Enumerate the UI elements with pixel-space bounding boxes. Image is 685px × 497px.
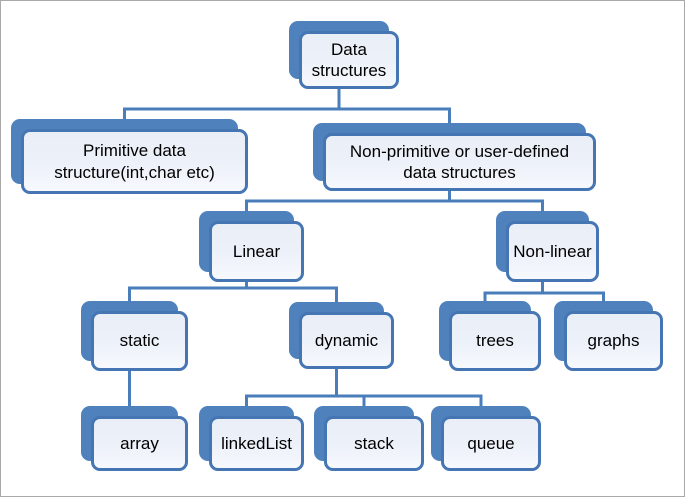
node-trees: trees bbox=[439, 301, 541, 371]
node-box-data-structures: Data structures bbox=[299, 31, 399, 89]
node-static: static bbox=[81, 301, 188, 371]
node-label-graphs: graphs bbox=[587, 331, 640, 351]
node-non-linear: Non-linear bbox=[496, 211, 599, 282]
node-stack: stack bbox=[314, 406, 424, 471]
node-box-primitive: Primitive data structure(int,char etc) bbox=[21, 129, 248, 194]
node-graphs: graphs bbox=[554, 301, 663, 371]
node-label-stack: stack bbox=[354, 433, 394, 453]
node-box-queue: queue bbox=[441, 416, 541, 471]
node-array: array bbox=[81, 406, 188, 471]
node-label-array: array bbox=[120, 433, 159, 453]
node-label-linkedList: linkedList bbox=[221, 433, 292, 453]
node-box-trees: trees bbox=[449, 311, 541, 371]
node-primitive: Primitive data structure(int,char etc) bbox=[11, 119, 248, 194]
node-linear: Linear bbox=[199, 211, 304, 282]
node-label-non-linear: Non-linear bbox=[513, 241, 592, 261]
node-label-static: static bbox=[119, 331, 160, 351]
node-label-dynamic: dynamic bbox=[314, 330, 379, 350]
node-label-data-structures: Data structures bbox=[311, 39, 387, 80]
node-box-array: array bbox=[91, 416, 188, 471]
node-label-linear: Linear bbox=[232, 241, 281, 261]
node-non-primitive: Non-primitive or user-defined data struc… bbox=[313, 123, 596, 191]
node-box-graphs: graphs bbox=[564, 311, 663, 371]
node-queue: queue bbox=[431, 406, 541, 471]
node-label-queue: queue bbox=[467, 433, 515, 453]
node-box-non-linear: Non-linear bbox=[506, 221, 599, 282]
node-data-structures: Data structures bbox=[289, 21, 399, 89]
node-box-non-primitive: Non-primitive or user-defined data struc… bbox=[323, 133, 596, 191]
node-label-non-primitive: Non-primitive or user-defined data struc… bbox=[349, 141, 570, 182]
node-box-linear: Linear bbox=[209, 221, 304, 282]
node-box-static: static bbox=[91, 311, 188, 371]
node-label-trees: trees bbox=[476, 331, 514, 351]
node-box-stack: stack bbox=[324, 416, 424, 471]
node-box-dynamic: dynamic bbox=[299, 312, 394, 369]
node-dynamic: dynamic bbox=[289, 302, 394, 369]
node-linkedList: linkedList bbox=[199, 406, 304, 471]
node-box-linkedList: linkedList bbox=[209, 416, 304, 471]
node-label-primitive: Primitive data structure(int,char etc) bbox=[54, 141, 215, 182]
